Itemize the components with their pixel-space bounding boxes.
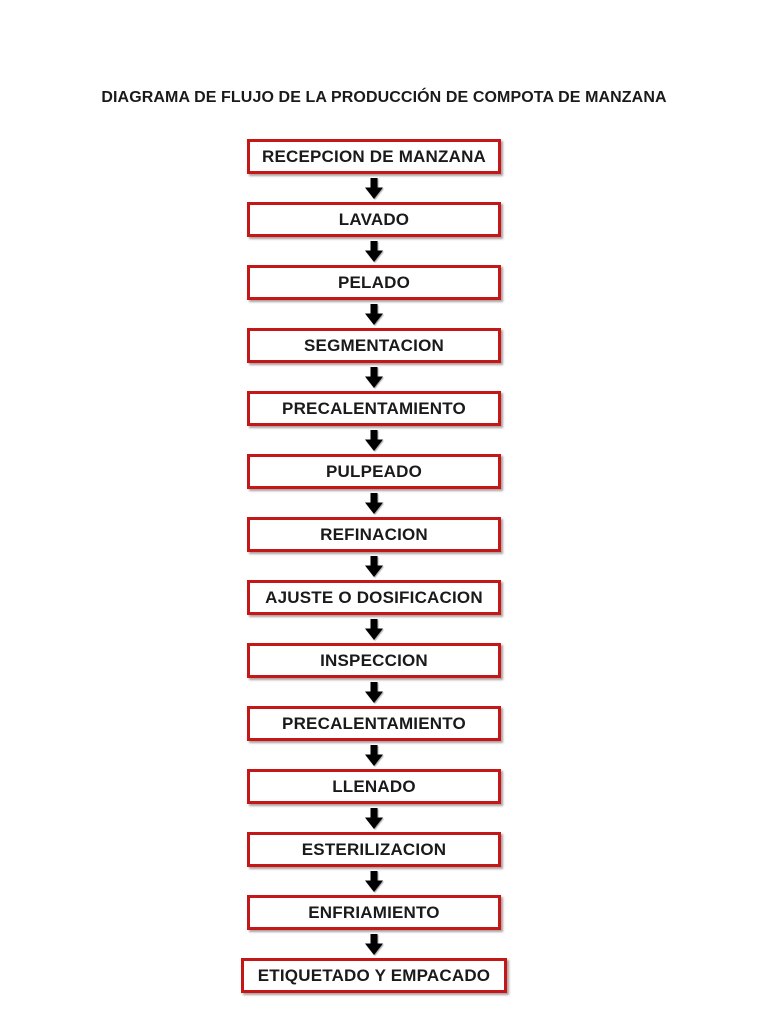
process-box: PULPEADO	[247, 454, 501, 489]
arrow-down-icon	[365, 933, 383, 955]
process-box: ESTERILIZACION	[247, 832, 501, 867]
flow-step-11: LLENADO	[247, 769, 501, 832]
flow-connector	[364, 237, 384, 265]
flow-step-2: LAVADO	[247, 202, 501, 265]
flowchart: RECEPCION DE MANZANA LAVADO PELADO	[241, 139, 507, 993]
flow-step-14: ETIQUETADO Y EMPACADO	[241, 958, 507, 993]
process-box: SEGMENTACION	[247, 328, 501, 363]
process-box: PRECALENTAMIENTO	[247, 391, 501, 426]
arrow-down-icon	[365, 555, 383, 577]
flow-connector	[364, 552, 384, 580]
arrow-down-icon	[365, 366, 383, 388]
process-label: PRECALENTAMIENTO	[282, 713, 466, 733]
process-label: ENFRIAMIENTO	[308, 902, 440, 922]
flow-connector	[364, 426, 384, 454]
flow-connector	[364, 867, 384, 895]
process-box: LAVADO	[247, 202, 501, 237]
flow-connector	[364, 363, 384, 391]
flow-step-12: ESTERILIZACION	[247, 832, 501, 895]
arrow-down-icon	[365, 744, 383, 766]
process-label: SEGMENTACION	[304, 335, 444, 355]
flow-step-10: PRECALENTAMIENTO	[247, 706, 501, 769]
arrow-down-icon	[365, 429, 383, 451]
process-label: LLENADO	[332, 776, 416, 796]
flow-connector	[364, 804, 384, 832]
arrow-down-icon	[365, 492, 383, 514]
arrow-down-icon	[365, 177, 383, 199]
process-label: PULPEADO	[325, 461, 423, 481]
process-box: AJUSTE O DOSIFICACION	[247, 580, 501, 615]
process-label: ETIQUETADO Y EMPACADO	[257, 965, 491, 985]
process-label: RECEPCION DE MANZANA	[261, 146, 487, 166]
flow-connector	[364, 174, 384, 202]
process-box: ENFRIAMIENTO	[247, 895, 501, 930]
flow-step-8: AJUSTE O DOSIFICACION	[247, 580, 501, 643]
process-label: REFINACION	[320, 524, 428, 544]
arrow-down-icon	[365, 303, 383, 325]
flow-step-1: RECEPCION DE MANZANA	[247, 139, 501, 202]
process-label: PELADO	[337, 272, 411, 292]
process-box: ETIQUETADO Y EMPACADO	[241, 958, 507, 993]
arrow-down-icon	[365, 618, 383, 640]
flow-step-7: REFINACION	[247, 517, 501, 580]
flow-step-3: PELADO	[247, 265, 501, 328]
arrow-down-icon	[365, 870, 383, 892]
process-label: INSPECCION	[320, 650, 428, 670]
flow-step-5: PRECALENTAMIENTO	[247, 391, 501, 454]
flow-connector	[364, 741, 384, 769]
process-label: PRECALENTAMIENTO	[282, 398, 466, 418]
process-box: INSPECCION	[247, 643, 501, 678]
process-box: PELADO	[247, 265, 501, 300]
process-box: RECEPCION DE MANZANA	[247, 139, 501, 174]
flow-connector	[364, 930, 384, 958]
process-box: REFINACION	[247, 517, 501, 552]
flow-step-4: SEGMENTACION	[247, 328, 501, 391]
process-box: PRECALENTAMIENTO	[247, 706, 501, 741]
arrow-down-icon	[365, 240, 383, 262]
arrow-down-icon	[365, 807, 383, 829]
process-label: AJUSTE O DOSIFICACION	[265, 587, 483, 607]
flow-connector	[364, 300, 384, 328]
arrow-down-icon	[365, 681, 383, 703]
flow-step-6: PULPEADO	[247, 454, 501, 517]
flow-step-13: ENFRIAMIENTO	[247, 895, 501, 958]
process-label: LAVADO	[338, 209, 410, 229]
flow-step-9: INSPECCION	[247, 643, 501, 706]
flow-connector	[364, 489, 384, 517]
process-box: LLENADO	[247, 769, 501, 804]
process-label: ESTERILIZACION	[301, 839, 447, 859]
diagram-title: DIAGRAMA DE FLUJO DE LA PRODUCCIÓN DE CO…	[101, 89, 667, 106]
flow-connector	[364, 678, 384, 706]
flow-connector	[364, 615, 384, 643]
